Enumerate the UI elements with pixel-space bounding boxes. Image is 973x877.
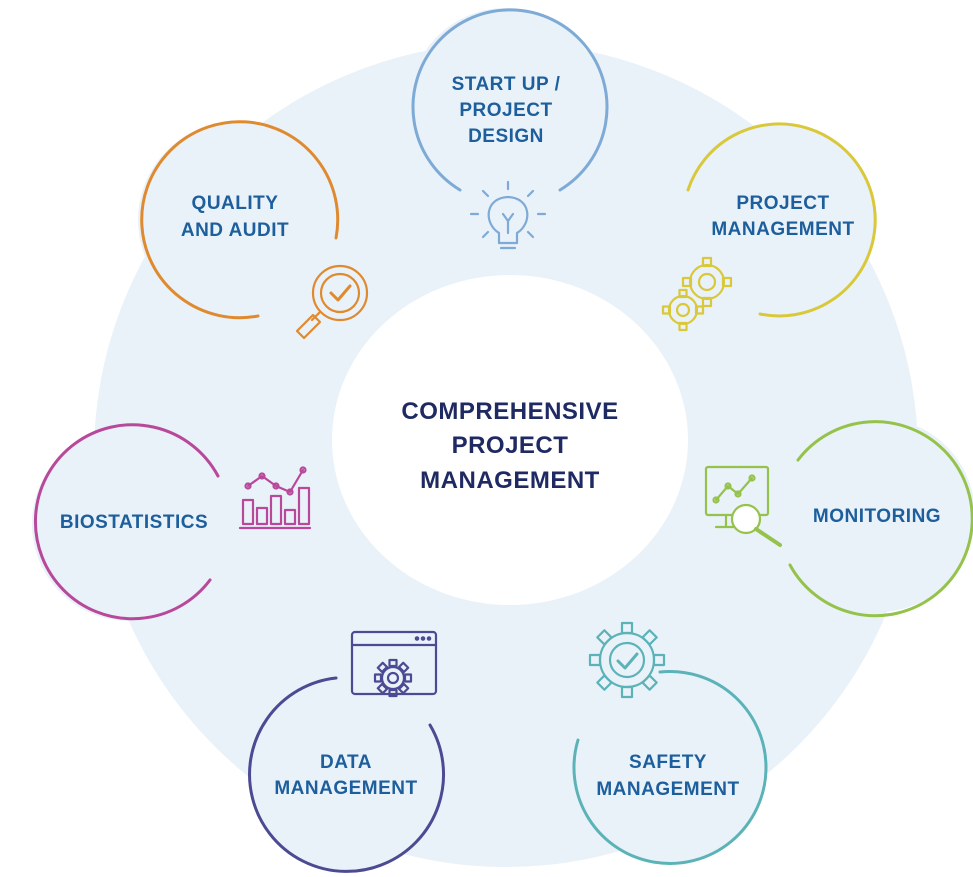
node-quality-disc: [138, 122, 334, 318]
node-project-management-disc: [684, 124, 876, 316]
gear-check-icon: [588, 621, 666, 699]
node-startup-arc: [411, 8, 609, 192]
node-data: DATA MANAGEMENT: [248, 630, 445, 873]
node-startup-label-line-1: START UP /: [452, 74, 561, 95]
center-label-line-1: COMPREHENSIVE: [401, 398, 618, 425]
node-biostatistics-disc: [32, 427, 226, 621]
node-safety-label-line-1: SAFETY: [629, 752, 707, 773]
node-data-arc: [248, 676, 445, 873]
node-safety-label-line-2: MANAGEMENT: [596, 779, 739, 800]
browser-gear-icon: [350, 630, 438, 698]
node-biostatistics-label: BIOSTATISTICS: [60, 512, 208, 533]
node-data-label-line-2: MANAGEMENT: [274, 778, 417, 799]
node-quality-label-line-1: QUALITY: [192, 193, 279, 214]
node-startup-label-line-3: DESIGN: [468, 126, 544, 147]
center-label-line-2: PROJECT: [452, 432, 569, 459]
node-monitoring-arc: [788, 420, 973, 618]
node-safety: SAFETY MANAGEMENT: [572, 621, 768, 865]
lightbulb-icon: [469, 180, 547, 250]
node-startup-label-line-2: PROJECT: [459, 100, 552, 121]
node-biostatistics-arc: [34, 423, 220, 621]
node-safety-disc: [572, 672, 764, 864]
node-quality-arc: [140, 120, 340, 320]
center-label-line-3: MANAGEMENT: [420, 467, 600, 494]
node-monitoring: MONITORING: [704, 418, 973, 618]
node-startup-disc: [409, 8, 603, 202]
node-monitoring-disc: [781, 418, 973, 612]
node-project-management-arc: [686, 122, 877, 318]
node-project-management-label-line-1: PROJECT: [736, 193, 829, 214]
node-biostatistics: BIOSTATISTICS: [32, 423, 312, 621]
center-label: COMPREHENSIVE PROJECT MANAGEMENT: [401, 398, 618, 494]
node-monitoring-label: MONITORING: [813, 506, 941, 527]
monitor-magnifier-icon: [704, 465, 782, 547]
bar-chart-trend-icon: [238, 466, 312, 530]
gears-icon: [661, 256, 733, 332]
node-quality: QUALITY AND AUDIT: [138, 120, 369, 340]
center-circle: [332, 275, 688, 605]
node-safety-arc: [572, 669, 768, 865]
node-project-management: PROJECT MANAGEMENT: [661, 122, 877, 332]
node-project-management-label-line-2: MANAGEMENT: [711, 219, 854, 240]
magnifier-check-icon: [295, 264, 369, 340]
node-data-disc: [250, 678, 444, 872]
node-data-label-line-1: DATA: [320, 752, 372, 773]
node-startup: START UP / PROJECT DESIGN: [409, 8, 609, 250]
node-quality-label-line-2: AND AUDIT: [181, 220, 289, 241]
